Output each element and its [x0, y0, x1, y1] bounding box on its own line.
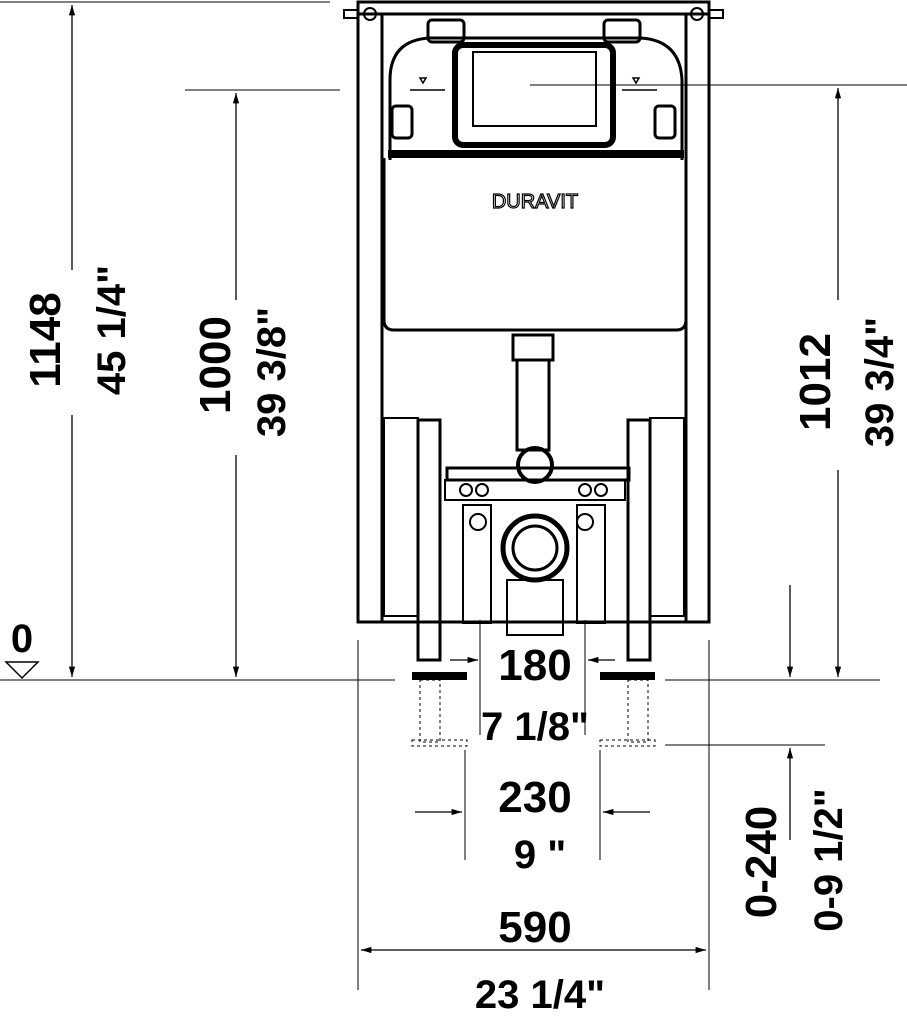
actuator-height-mm: 1000	[191, 316, 240, 414]
frame-bolt-icon	[363, 7, 377, 21]
support-legs	[383, 417, 685, 747]
bolt-spacing-mm: 180	[498, 641, 571, 690]
frame-bolt-icon	[690, 7, 704, 21]
tank-height-mm: 1012	[791, 333, 840, 431]
tank-height-in: 39 3/4"	[858, 317, 902, 447]
total-height-in: 45 1/4"	[90, 265, 134, 395]
mounting-frame	[343, 0, 724, 624]
zero-level-label: 0	[11, 617, 33, 661]
frame-width-in: 23 1/4"	[475, 973, 605, 1017]
flush-pipe	[444, 333, 631, 636]
actuator-height-in: 39 3/8"	[250, 307, 294, 437]
cistern: DURAVIT	[382, 18, 907, 332]
foot-adjust-in: 0-9 1/2"	[807, 788, 851, 932]
frame-width-mm: 590	[498, 903, 571, 952]
actuator-opening	[452, 42, 616, 148]
duravit-logo: DURAVIT	[492, 191, 578, 213]
feet-spacing-mm: 230	[498, 773, 571, 822]
foot-adjust-mm: 0-240	[737, 806, 786, 919]
zero-level-icon	[4, 661, 40, 680]
bolt-spacing-in: 7 1/8"	[481, 705, 589, 749]
total-height-mm: 1148	[21, 292, 70, 387]
feet-spacing-in: 9 "	[514, 833, 566, 877]
